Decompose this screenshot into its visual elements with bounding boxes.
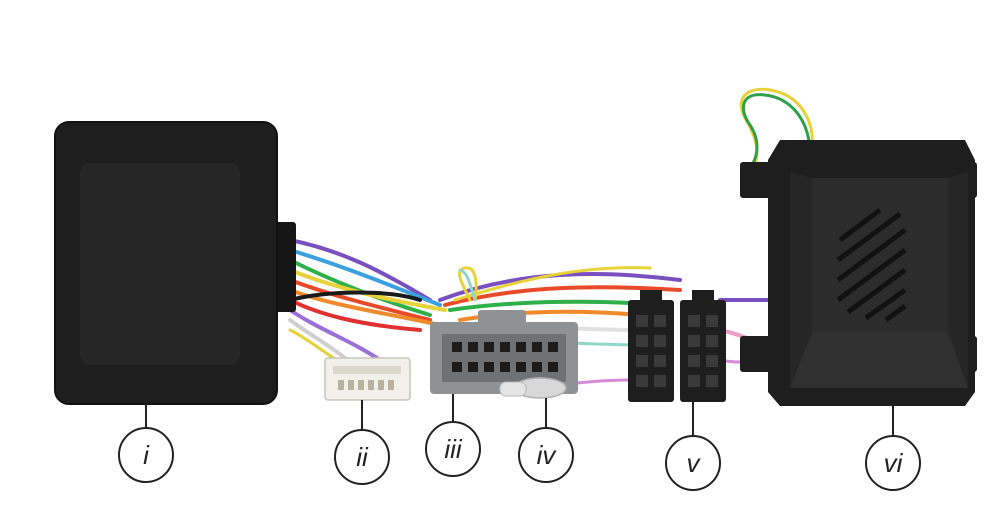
iso-connector-v	[628, 290, 726, 402]
callout-iii: iii	[425, 394, 481, 477]
callout-label-v: v	[687, 448, 702, 478]
callout-ii: ii	[334, 400, 390, 485]
callout-label-ii: ii	[356, 442, 369, 472]
small-connector-iv	[499, 377, 567, 399]
callout-label-iii: iii	[444, 434, 463, 464]
white-connector-ii	[324, 357, 411, 401]
callout-label-i: i	[143, 440, 150, 470]
callout-vi: vi	[865, 406, 921, 491]
callout-i: i	[118, 404, 174, 483]
callout-iv: iv	[518, 398, 574, 483]
grey-connector-iii	[430, 310, 578, 394]
callout-label-vi: vi	[884, 448, 904, 478]
grille	[836, 208, 907, 323]
callout-label-iv: iv	[537, 440, 558, 470]
can-box-vi	[740, 140, 977, 406]
callout-v: v	[665, 402, 721, 491]
interface-box-i	[54, 121, 296, 405]
